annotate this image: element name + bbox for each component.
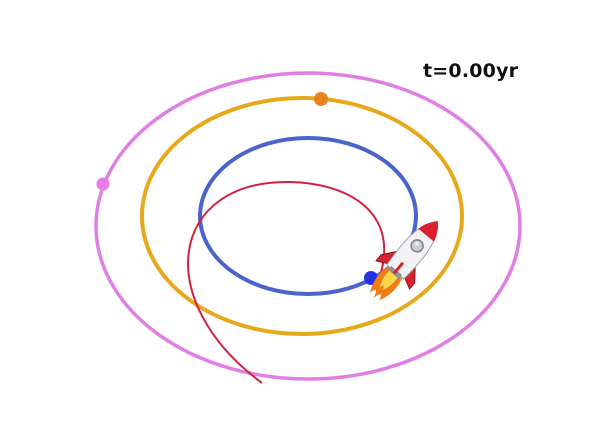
middle-planet [314, 92, 328, 106]
rocket-icon [370, 220, 439, 301]
inner-orbit [198, 136, 418, 296]
time-readout: t=0.00yr [423, 60, 519, 82]
middle-orbit [140, 96, 464, 336]
outer-orbit [94, 71, 522, 381]
outer-planet [96, 177, 110, 191]
rocket-trajectory [187, 180, 386, 384]
